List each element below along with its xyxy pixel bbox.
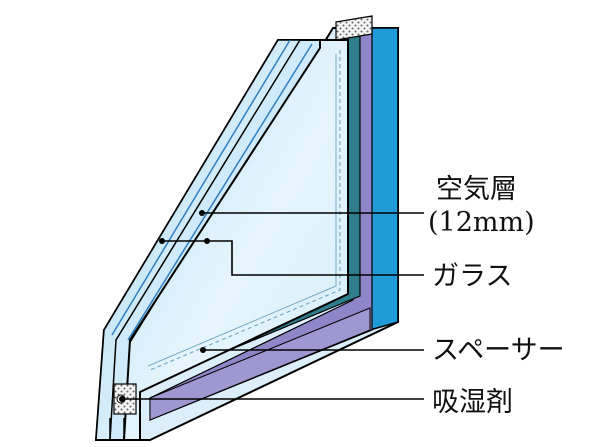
bottom-purple-strip [149, 307, 371, 421]
blue-edge-band [369, 27, 399, 331]
spacer-dashed-outline [149, 50, 341, 371]
desiccant-label: 吸湿剤 [432, 387, 513, 418]
air-layer-label: 空気層 [436, 174, 517, 205]
desiccant-block-top [335, 15, 373, 41]
spacer-inner-line [147, 54, 337, 367]
leader-line-glass [162, 240, 424, 276]
air-layer-size-label: (12mm) [428, 207, 535, 238]
spacer-label: スペーサー [432, 335, 565, 366]
leader-lines [119, 210, 424, 402]
glass-label: ガラス [432, 261, 513, 292]
bottom-edge [96, 418, 150, 441]
